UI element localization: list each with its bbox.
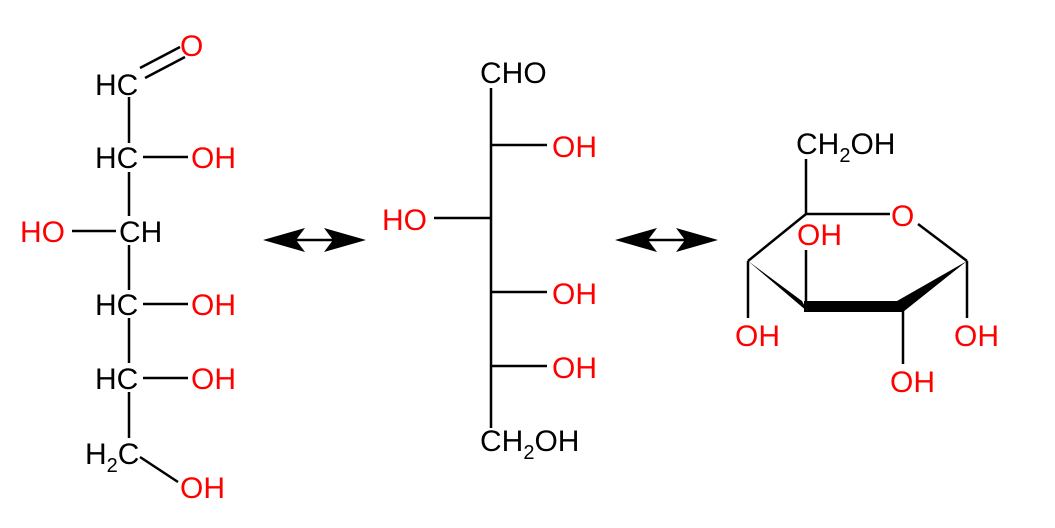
bond-c6-oh [139, 455, 179, 484]
arrow-head-right [676, 228, 718, 252]
ring-bond-c5-c4 [747, 213, 807, 262]
haworth-c2-hydroxyl: OH [890, 366, 935, 399]
haworth-ring-oxygen: O [891, 200, 914, 233]
arrow-head-left [263, 228, 305, 252]
haworth-projection: CH2OH O OH OH OH OH [735, 128, 999, 399]
ring-bond-o-c1 [917, 223, 968, 262]
haworth-ch2oh-label: CH2OH [796, 128, 895, 167]
c5-label: HC [95, 363, 138, 396]
haworth-ch2oh-ch: CH [796, 128, 839, 161]
fischer-c3-hydroxyl: HO [382, 204, 427, 237]
fischer-projection: CHO OH HO OH OH CH2OH [382, 57, 597, 464]
c2-hydroxyl-label: OH [191, 142, 236, 175]
c6-subscript: 2 [107, 455, 118, 477]
c1-label: HC [95, 69, 138, 102]
c1-oxygen-label: O [180, 30, 203, 63]
haworth-c4-hydroxyl: OH [735, 320, 780, 353]
c4-hydroxyl-label: OH [191, 289, 236, 322]
haworth-ch2oh-subscript: 2 [839, 145, 850, 167]
double-bond-line-2 [144, 55, 186, 80]
arrow-head-right [324, 228, 366, 252]
double-headed-arrow-icon [615, 228, 718, 252]
haworth-ch2oh-oh: OH [850, 128, 895, 161]
ring-wedge-c3-c2 [804, 301, 903, 312]
c6-hydroxyl-label: OH [180, 472, 225, 505]
fischer-c5-hydroxyl: OH [552, 352, 597, 385]
open-chain-structure: HC O HC OH HO CH HC OH HC OH H2C OH [20, 30, 236, 505]
ring-wedge-c4-c3 [748, 261, 808, 312]
c6-h: H [85, 438, 107, 471]
double-bond-line-1 [139, 45, 181, 70]
c6-label: H2C [85, 438, 139, 477]
arrow-head-left [615, 228, 657, 252]
fischer-bottom-oh: OH [534, 425, 579, 458]
haworth-c3-up-hydroxyl: OH [797, 219, 842, 252]
ring-wedge-c2-c1 [897, 261, 967, 312]
c3-hydroxyl-label: HO [20, 216, 65, 249]
double-headed-arrow-icon [263, 228, 366, 252]
fischer-c2-hydroxyl: OH [552, 131, 597, 164]
fischer-aldehyde-label: CHO [480, 57, 547, 90]
fischer-bottom-subscript: 2 [523, 442, 534, 464]
c4-label: HC [95, 289, 138, 322]
c6-c: C [118, 438, 140, 471]
fischer-c4-hydroxyl: OH [552, 278, 597, 311]
fischer-bottom-label: CH2OH [480, 425, 579, 464]
fischer-bottom-ch: CH [480, 425, 523, 458]
c3-label: CH [119, 216, 162, 249]
c5-hydroxyl-label: OH [191, 363, 236, 396]
haworth-c1-hydroxyl: OH [954, 320, 999, 353]
c2-label: HC [95, 142, 138, 175]
